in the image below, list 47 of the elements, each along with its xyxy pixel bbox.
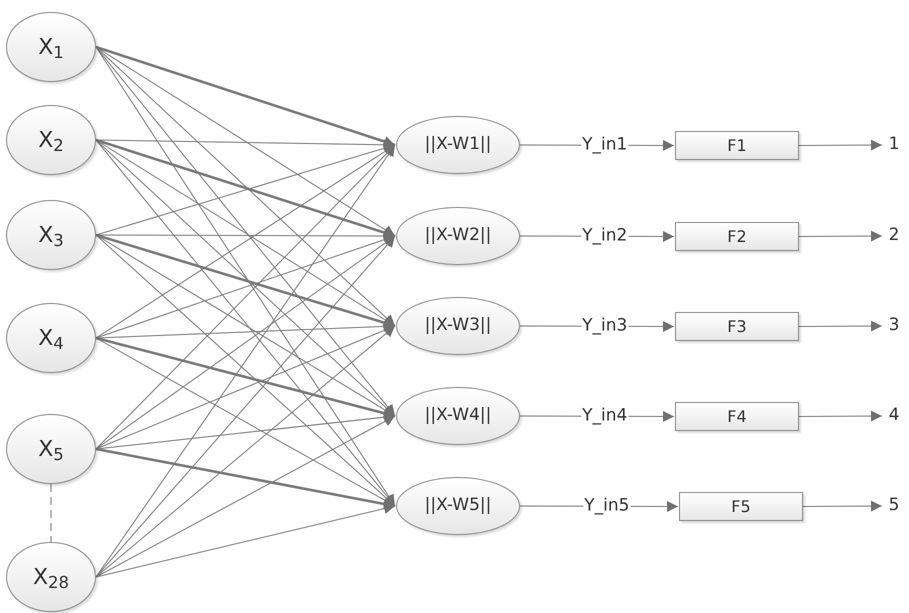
- function-box: F5: [679, 492, 803, 521]
- arrow: [802, 500, 882, 512]
- function-box: F4: [675, 402, 799, 431]
- arrow: [96, 416, 396, 578]
- arrow: [96, 325, 396, 450]
- input-ellipse: X$_{5}$: [6, 414, 96, 484]
- distance-ellipse: ||X-W1||: [396, 116, 520, 174]
- input-ellipse: X$_{4}$: [6, 303, 96, 373]
- arrow: [798, 410, 882, 422]
- input-ellipse: X$_{1}$: [6, 12, 96, 82]
- edge-label: Y_in2: [581, 228, 628, 244]
- arrow: [96, 46, 396, 506]
- output-label: 3: [882, 314, 906, 338]
- output-label: 1: [882, 133, 906, 157]
- arrow: [96, 46, 396, 147]
- arrow: [96, 236, 396, 450]
- output-label: 2: [882, 224, 906, 248]
- function-box: F3: [675, 312, 799, 341]
- distance-ellipse: ||X-W3||: [396, 297, 520, 355]
- arrow: [96, 234, 396, 506]
- arrow: [96, 236, 396, 578]
- arrow: [798, 140, 882, 151]
- arrow: [96, 140, 396, 506]
- arrow: [96, 448, 396, 510]
- edge-label: Y_in1: [581, 136, 628, 154]
- dashed-line: [50, 484, 52, 542]
- distance-ellipse: ||X-W2||: [396, 207, 520, 265]
- function-box: F1: [675, 131, 799, 160]
- arrow: [96, 326, 396, 578]
- output-label: 4: [882, 404, 906, 428]
- input-ellipse: X$_{3}$: [6, 200, 96, 270]
- distance-ellipse: ||X-W5||: [396, 477, 520, 535]
- arrow: [96, 336, 396, 419]
- arrow: [798, 230, 882, 242]
- distance-ellipse: ||X-W4||: [396, 387, 520, 445]
- arrow: [96, 144, 396, 578]
- arrow: [96, 46, 396, 416]
- output-label: 5: [882, 494, 906, 518]
- input-ellipse: X$_{2}$: [6, 105, 96, 175]
- arrow: [96, 503, 396, 578]
- input-ellipse: X$_{28}$: [6, 542, 96, 612]
- edge-label: Y_in5: [583, 498, 630, 514]
- arrow: [96, 46, 396, 326]
- edge-label: Y_in4: [581, 408, 628, 424]
- arrow: [798, 320, 882, 332]
- edge-label: Y_in3: [581, 318, 628, 334]
- function-box: F2: [675, 222, 799, 251]
